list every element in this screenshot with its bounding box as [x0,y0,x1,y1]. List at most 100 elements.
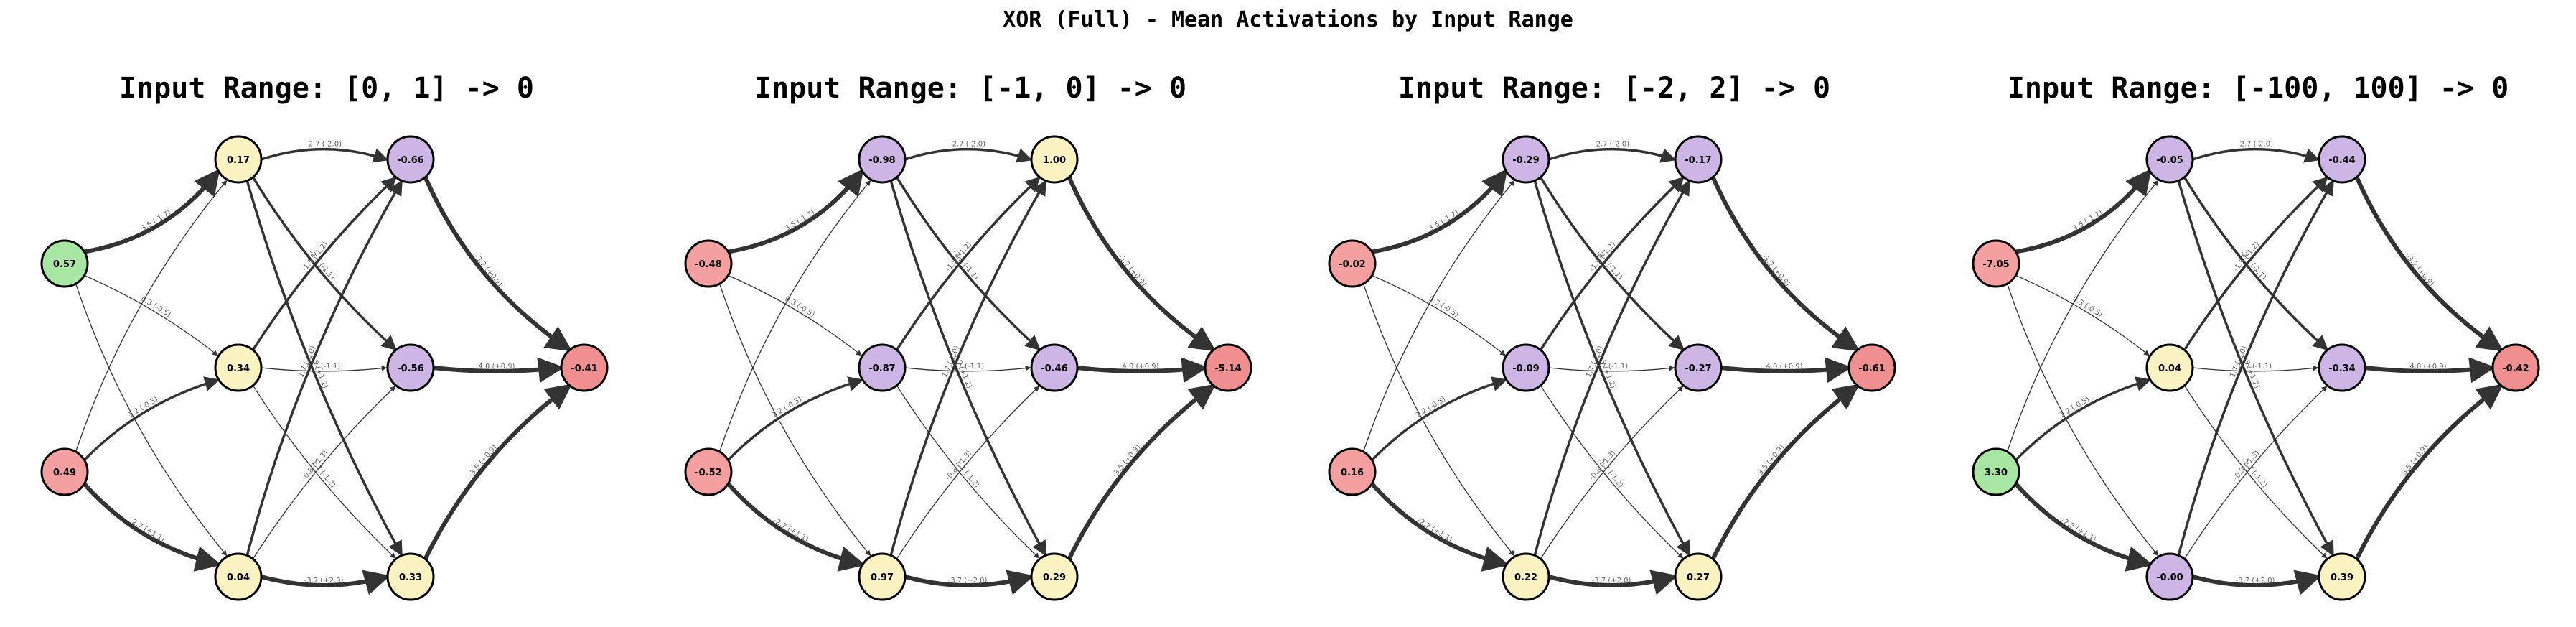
edge-i2-a1 [718,180,871,452]
edge-label: -2.7 (-2.0) [2237,141,2273,149]
node-o [560,343,609,392]
edge-a2-b1 [1539,176,1685,351]
edge-i2-a2 [2015,376,2152,461]
edges: 3.5 (-1.7)0.3 (-0.5)1.2 (-0.5)-2.7 (+1.1… [718,141,1217,595]
node-a3 [858,552,907,601]
node-a2 [2145,343,2194,392]
edge-label: 4.0 (+0.9) [1766,363,1802,371]
edge-b2-o [433,357,564,384]
node-activation-label: -0.05 [2156,155,2183,166]
edge-label: -3.7 (+2.0) [304,577,344,585]
node-activation-label: -0.41 [571,363,597,374]
node-b2 [386,343,435,392]
node-activation-label: 0.04 [227,572,250,583]
node-a2 [858,343,907,392]
edge-a3-b3 [2192,570,2322,595]
edge-a1-b1 [261,147,389,163]
node-a1 [858,135,907,184]
node-a1 [214,135,263,184]
node-activation-label: 0.04 [2158,363,2181,374]
edge-label: -3.2 (+0.9) [472,253,504,288]
node-activation-label: -0.66 [397,155,423,166]
edge-a1-b1 [2192,147,2320,163]
panel-title: Input Range: [-100, 100] -> 0 [2008,72,2509,105]
edges: 3.5 (-1.7)0.3 (-0.5)1.2 (-0.5)-2.7 (+1.1… [75,141,573,595]
edge-label: -2.7 (+1.1) [128,517,166,544]
node-o [1847,343,1896,392]
node-a3 [1502,552,1550,601]
edge-label: -2.7 (-2.0) [950,141,985,149]
edge-a2-b1 [895,176,1041,351]
edge-b1-o [1067,176,1217,352]
node-b1 [1674,135,1723,184]
node-activation-label: 0.97 [871,572,894,583]
node-i1 [1972,239,2020,288]
edge-a3-b1 [2177,180,2334,556]
edge-b1-o [423,176,573,352]
edge-b3-o [423,384,573,560]
node-activation-label: 1.00 [1043,155,1066,166]
edge-a2-b2 [261,365,388,372]
node-i2 [1972,447,2020,496]
edge-i2-a2 [83,376,220,461]
edge-label: 0.7 (-1.1) [951,363,984,371]
node-b1 [2318,135,2366,184]
edge-i1-a2 [84,274,218,356]
panel-title: Input Range: [0, 1] -> 0 [119,72,534,105]
node-b3 [386,552,435,601]
edge-a2-b3 [1540,385,1684,559]
edge-a1-b2 [895,176,1041,351]
node-activation-label: -0.48 [695,259,721,270]
node-b2 [1030,343,1079,392]
figure-title: XOR (Full) - Mean Activations by Input R… [1003,7,1573,32]
node-activation-label: -0.17 [1685,155,1711,166]
edge-i2-a3 [1370,482,1509,572]
edge-a2-b3 [896,385,1040,559]
node-activation-label: 0.57 [53,259,76,270]
edge-a2-b2 [1548,365,1675,372]
edge-label: -2.7 (-2.0) [306,141,342,149]
edge-a1-b3 [2177,180,2334,557]
edge-label: -3.5 (+0.9) [1755,443,1786,478]
edge-b2-o [1720,357,1852,384]
node-activation-label: -0.29 [1512,155,1539,166]
edge-a3-b3 [1548,570,1678,595]
node-i2 [684,447,733,496]
edge-label: -2.7 (-2.0) [1593,141,1629,149]
edge-a1-b3 [889,180,1046,557]
edge-i2-a2 [1371,376,1508,461]
edge-a3-b2 [252,386,396,559]
edge-a1-b3 [245,180,403,557]
edge-i2-a1 [75,180,228,452]
node-a3 [214,552,263,601]
edge-i2-a1 [2006,180,2159,452]
node-activation-label: 0.27 [1687,572,1710,583]
node-activation-label: 0.29 [1043,572,1066,583]
edge-i2-a3 [83,482,222,572]
edge-a3-b3 [261,570,390,595]
node-i1 [684,239,733,288]
edge-b1-o [2354,176,2504,352]
edge-label: 4.0 (+0.9) [1122,363,1158,371]
edge-a3-b3 [904,570,1034,595]
edge-i1-a2 [728,274,862,356]
node-b1 [1030,135,1079,184]
node-activation-label: 0.49 [53,468,76,478]
node-b3 [2318,552,2366,601]
node-a1 [1502,135,1550,184]
edge-i1-a2 [2015,274,2150,356]
node-activation-label: 3.30 [1985,468,2008,478]
edge-label: 0.7 (-1.1) [307,363,340,371]
nodes: 0.570.490.170.340.04-0.66-0.560.33-0.41 [40,135,609,601]
node-b3 [1674,552,1723,601]
edge-a2-b1 [251,176,397,351]
edge-i1-a1 [1371,168,1508,254]
edge-a3-b1 [1533,180,1690,556]
node-activation-label: -7.05 [1982,259,2009,270]
node-activation-label: -0.46 [1041,363,1067,374]
node-o [2491,343,2540,392]
node-activation-label: -0.52 [695,468,721,478]
node-activation-label: -0.87 [868,363,895,374]
edge-label: -3.2 (+0.9) [1116,253,1148,288]
edge-label: -3.5 (+0.9) [1111,443,1143,478]
